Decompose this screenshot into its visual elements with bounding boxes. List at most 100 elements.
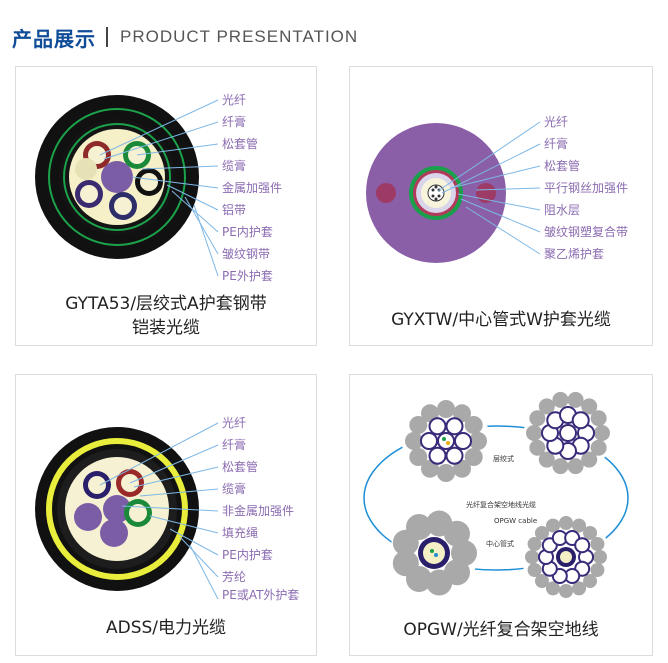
opgw-wire <box>593 550 607 564</box>
product-caption-line2: 铠装光缆 <box>132 318 200 338</box>
opgw-wire <box>525 550 539 564</box>
opgw-wire <box>527 536 542 551</box>
opgw-wire <box>567 391 584 408</box>
gyta53-label: 铝带 <box>222 202 246 217</box>
opgw-wire <box>445 446 464 465</box>
opgw-wire <box>590 410 607 427</box>
opgw-wire <box>581 398 598 415</box>
opgw-wire <box>559 424 577 442</box>
gyta53-label: 纤膏 <box>222 114 246 129</box>
opgw-wire <box>437 400 455 418</box>
adss-label: 非金属加强件 <box>222 503 294 518</box>
gyta53-label: PE内护套 <box>222 225 273 239</box>
gyta53-label: 皱纹钢带 <box>222 246 270 261</box>
opgw-wire <box>430 549 434 553</box>
opgw-wire <box>560 551 572 563</box>
gyxtw-label: 皱纹钢塑复合带 <box>544 224 628 239</box>
opgw-wire <box>559 584 573 598</box>
product-card-opgw[interactable]: 层绞式 光纤复合架空地线光缆 OPGW cable 中心管式 OPGW/光纤复合… <box>349 374 653 656</box>
opgw-wire <box>538 451 555 468</box>
opgw-wire <box>529 410 546 427</box>
opgw-wire <box>423 542 445 564</box>
product-card-gyxtw[interactable]: 光纤 纤膏 松套管 平行钢丝加强件 阻水层 皱纹钢塑复合带 聚乙烯护套 GYXT… <box>349 66 653 346</box>
opgw-wire <box>409 448 428 466</box>
adss-label: 光纤 <box>222 416 246 430</box>
opgw-wire <box>552 391 569 408</box>
opgw-label-full-name: 光纤复合架空地线光缆 <box>466 500 536 509</box>
opgw-wire <box>552 458 569 475</box>
opgw-wire <box>420 432 438 450</box>
gyxtw-label: 松套管 <box>544 158 580 173</box>
opgw-wire <box>428 417 447 436</box>
opgw-wire <box>590 536 605 551</box>
title-divider <box>106 27 108 47</box>
adss-label: PE内护套 <box>222 548 273 562</box>
opgw-wire <box>534 525 549 540</box>
product-caption: GYTA53/层绞式A护套钢带 <box>65 294 267 314</box>
opgw-wire <box>583 525 598 540</box>
opgw-wire <box>572 581 587 596</box>
opgw-wire <box>572 518 587 533</box>
section-title: 产品展示 <box>12 26 96 51</box>
opgw-wire <box>526 425 542 441</box>
opgw-wire <box>453 459 471 478</box>
opgw-wire <box>559 516 573 530</box>
opgw-wire <box>445 417 464 436</box>
adss-label: 缆膏 <box>222 481 246 496</box>
section-header: 产品展示 PRODUCT PRESENTATION <box>12 22 358 52</box>
opgw-wire <box>581 451 598 468</box>
opgw-wire <box>409 416 428 434</box>
opgw-wire <box>590 439 607 456</box>
product-caption: GYXTW/中心管式W护套光缆 <box>391 310 611 330</box>
opgw-wire <box>594 425 610 441</box>
opgw-wire <box>406 514 432 541</box>
product-card-gyta53[interactable]: 光纤 纤膏 松套管 缆膏 金属加强件 铝带 PE内护套 皱纹钢带 PE外护套 G… <box>15 66 317 346</box>
opgw-wire <box>421 404 439 423</box>
opgw-wire <box>583 574 598 589</box>
opgw-wire <box>545 518 560 533</box>
opgw-wire <box>453 404 471 423</box>
product-caption: ADSS/电力光缆 <box>105 618 227 638</box>
gyta53-cable-diagram: 光纤 纤膏 松套管 缆膏 金属加强件 铝带 PE内护套 皱纹钢带 PE外护套 <box>35 93 282 283</box>
opgw-wire <box>567 458 584 475</box>
opgw-label-central-tube: 中心管式 <box>486 539 514 548</box>
gyta53-label: PE外护套 <box>222 269 273 283</box>
opgw-wire <box>464 416 483 434</box>
opgw-label-english: OPGW cable <box>494 517 537 525</box>
opgw-wire <box>443 520 470 547</box>
opgw-label-stranded: 层绞式 <box>493 454 514 463</box>
adss-label: 纤膏 <box>222 437 246 452</box>
opgw-wire <box>571 411 590 430</box>
gyxtw-label: 阻水层 <box>544 203 580 217</box>
opgw-wire <box>405 432 423 450</box>
adss-label: 填充绳 <box>222 525 258 540</box>
gyta53-label: 缆膏 <box>222 158 246 173</box>
product-card-adss[interactable]: 光纤 纤膏 松套管 缆膏 非金属加强件 填充绳 PE内护套 芳纶 PE或AT外护… <box>15 374 317 656</box>
gyxtw-label: 聚乙烯护套 <box>544 247 604 261</box>
opgw-wire <box>392 550 419 577</box>
opgw-wire <box>527 563 542 578</box>
opgw-wire <box>574 537 591 554</box>
opgw-wire <box>421 459 439 478</box>
opgw-wire <box>437 464 455 482</box>
opgw-wire <box>454 432 472 450</box>
opgw-wire <box>545 581 560 596</box>
gyta53-label: 松套管 <box>222 136 258 151</box>
opgw-wire <box>437 432 455 450</box>
adss-cable-diagram: 光纤 纤膏 松套管 缆膏 非金属加强件 填充绳 PE内护套 芳纶 PE或AT外护… <box>35 416 299 601</box>
opgw-wire <box>529 439 546 456</box>
opgw-wire <box>534 574 549 589</box>
gyta53-label: 光纤 <box>222 93 246 107</box>
opgw-wire <box>538 398 555 415</box>
gyxtw-label: 纤膏 <box>544 136 568 151</box>
opgw-wire <box>426 569 453 596</box>
section-subtitle: PRODUCT PRESENTATION <box>120 27 359 46</box>
opgw-wire <box>446 441 450 445</box>
opgw-wire <box>464 448 483 466</box>
gyxtw-label: 光纤 <box>544 115 568 129</box>
opgw-wire <box>590 563 605 578</box>
gyta53-label: 金属加强件 <box>222 180 282 195</box>
opgw-wire <box>469 432 487 450</box>
adss-label: 松套管 <box>222 459 258 474</box>
opgw-wire <box>442 437 446 441</box>
